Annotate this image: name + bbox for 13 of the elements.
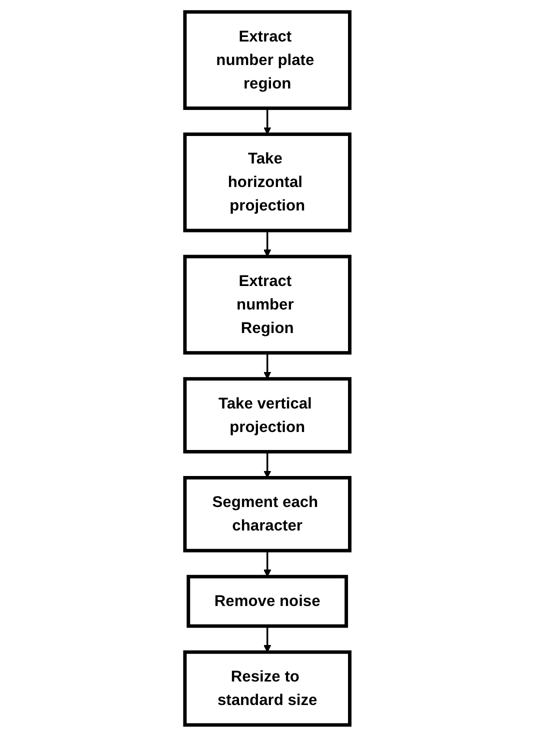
node-box: Take horizontal projection — [182, 132, 352, 232]
arrow — [263, 352, 271, 380]
node-box: Segment each character — [182, 476, 352, 552]
arrow — [263, 626, 271, 652]
node-box: Take vertical projection — [182, 377, 352, 454]
node-box: Extract number Region — [182, 254, 352, 355]
arrow — [263, 550, 271, 578]
node-box: Remove noise — [186, 574, 348, 628]
arrow — [263, 452, 271, 478]
node-box: Extract number plate region — [182, 10, 352, 110]
arrow — [263, 108, 271, 135]
node-box: Resize to standard size — [182, 650, 352, 727]
arrow — [263, 230, 271, 257]
